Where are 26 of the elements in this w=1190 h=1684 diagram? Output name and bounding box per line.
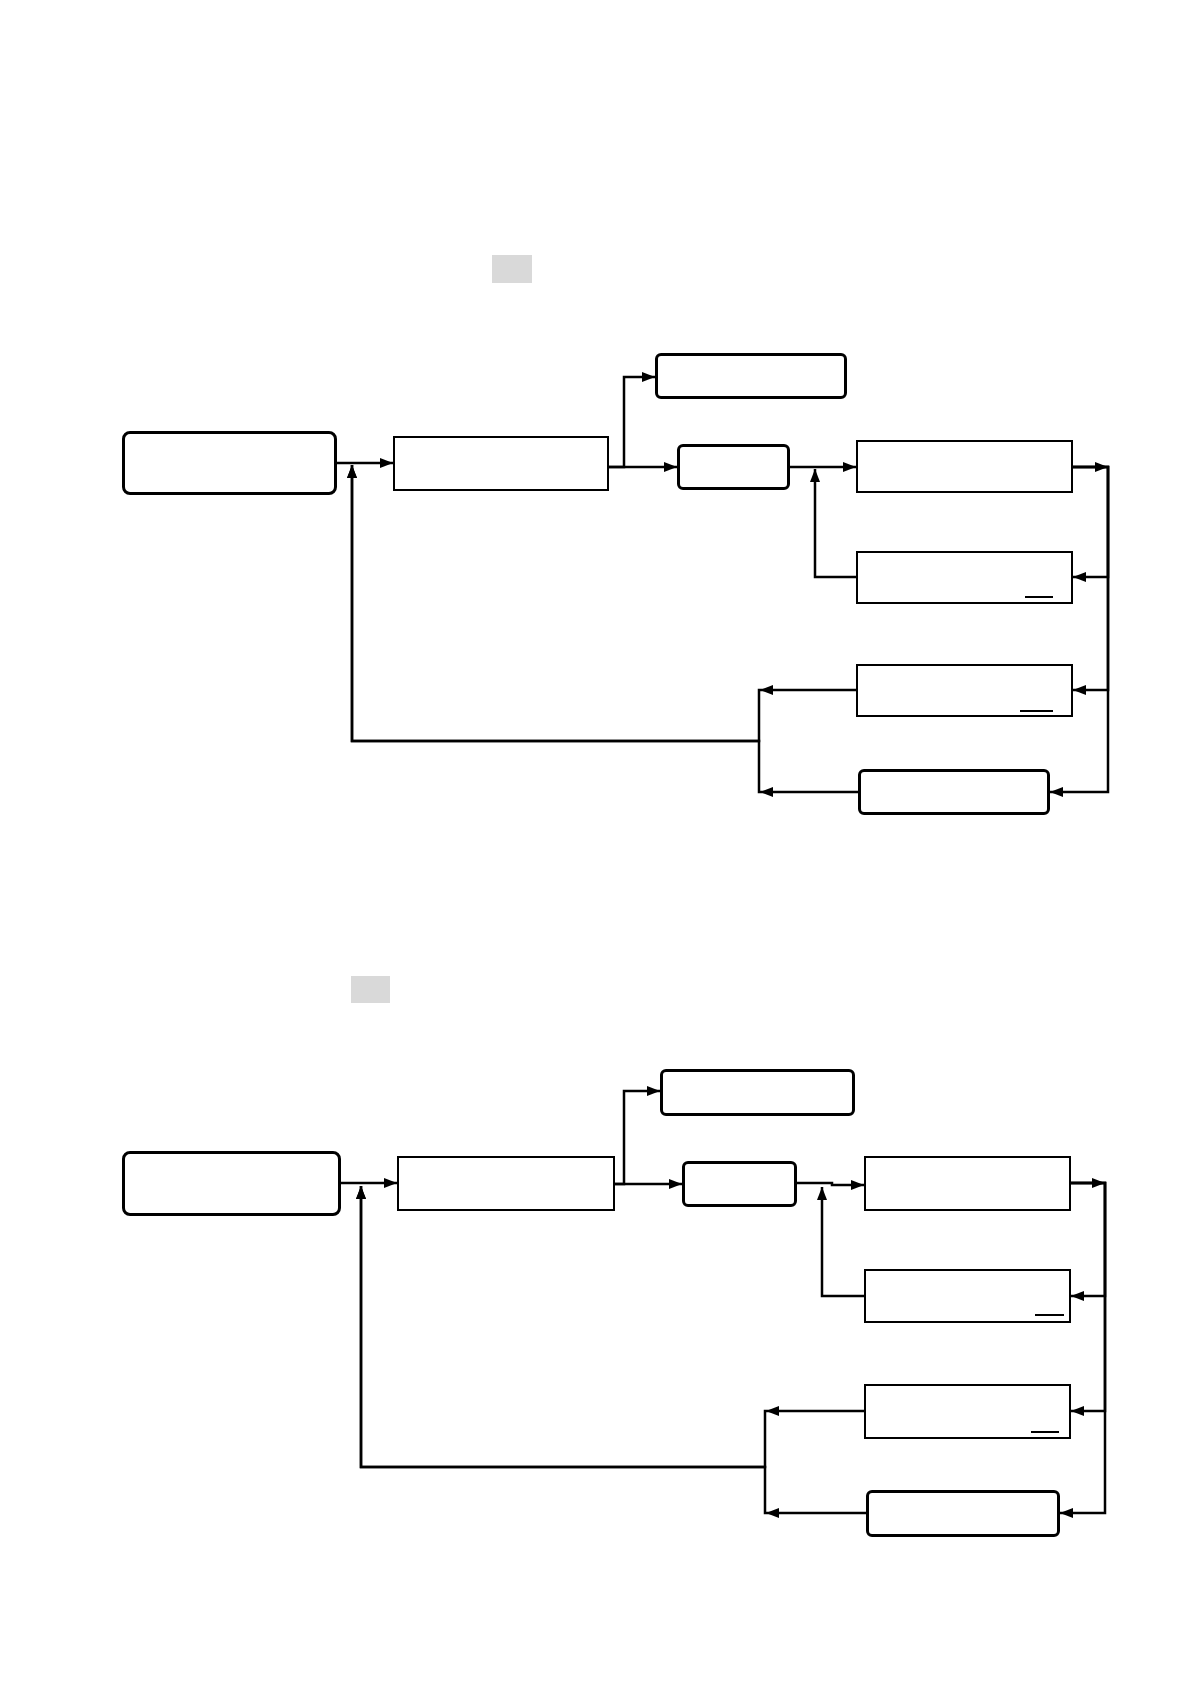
arrow [1060, 1181, 1107, 1518]
arrow [337, 458, 393, 468]
process-box [864, 1156, 1071, 1211]
process-box [856, 440, 1073, 493]
process-box [393, 436, 609, 491]
rounded-box [866, 1490, 1060, 1537]
rounded-box [858, 769, 1050, 815]
process-box [397, 1156, 615, 1211]
rounded-box [682, 1161, 797, 1207]
rounded-box [655, 353, 847, 399]
process-box [856, 551, 1073, 604]
rounded-box [660, 1069, 855, 1116]
arrow [341, 1178, 397, 1188]
arrow [1050, 465, 1110, 797]
arrow [797, 1180, 864, 1190]
arrow [790, 462, 856, 472]
arrow [817, 1187, 864, 1298]
arrow [615, 1179, 682, 1189]
process-box [856, 664, 1073, 717]
rounded-box [122, 1151, 341, 1216]
arrow [609, 462, 677, 472]
process-box [864, 1384, 1071, 1439]
process-box [864, 1269, 1071, 1323]
rounded-box [122, 431, 337, 495]
arrow [347, 465, 858, 794]
rounded-box [677, 444, 790, 490]
